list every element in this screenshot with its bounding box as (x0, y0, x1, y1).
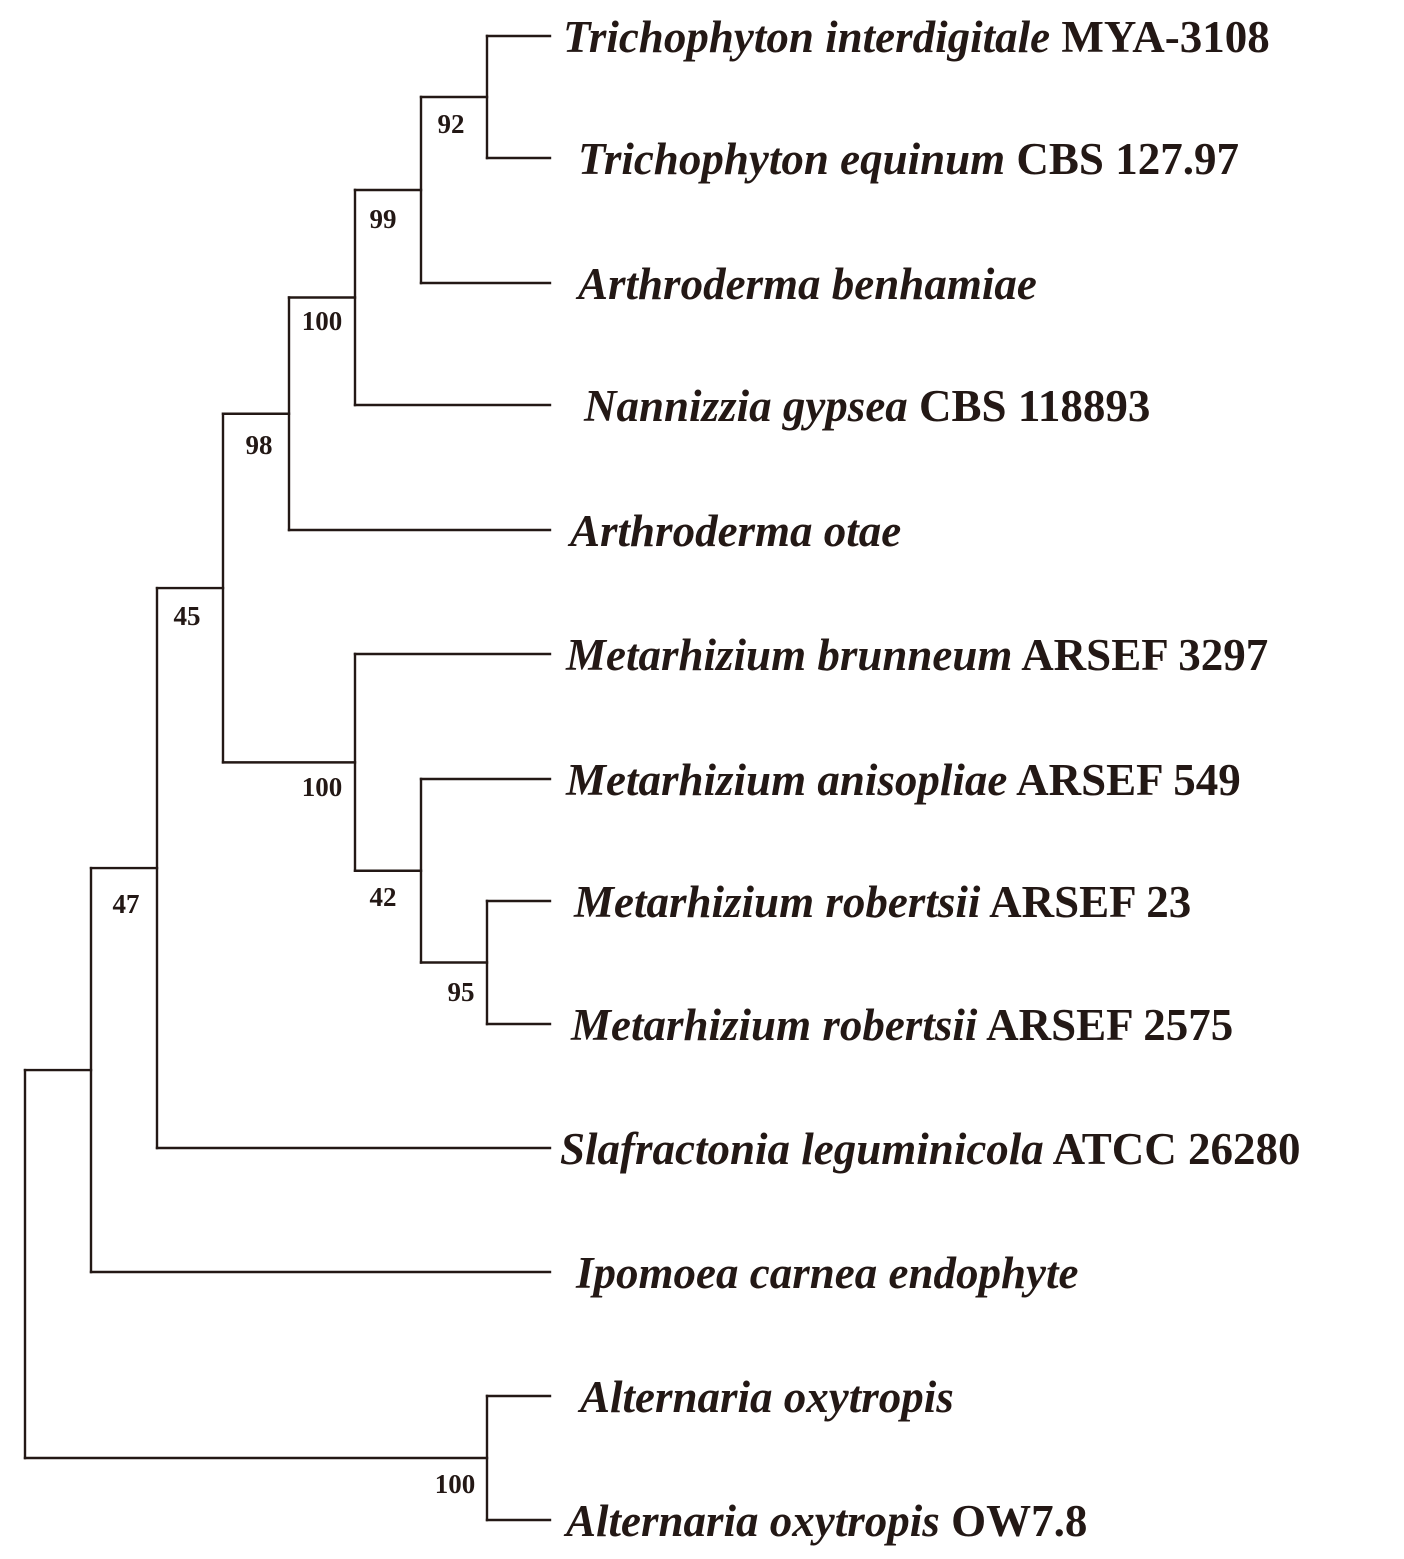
taxon-label-t1: Trichophyton interdigitale MYA-3108 (563, 12, 1270, 62)
taxon-species-name: Alternaria oxytropis (563, 1496, 940, 1546)
taxon-label-t13: Alternaria oxytropis OW7.8 (563, 1496, 1087, 1546)
taxon-species-name: Slafractonia leguminicola (560, 1124, 1044, 1174)
taxon-strain: ARSEF 3297 (1012, 630, 1268, 680)
taxon-species-name: Trichophyton equinum (578, 134, 1005, 184)
taxon-label-t7: Metarhizium anisopliae ARSEF 549 (565, 755, 1241, 805)
bootstrap-value-n92: 92 (438, 109, 465, 139)
taxon-species-name: Ipomoea carnea endophyte (575, 1248, 1078, 1298)
taxon-species-name: Trichophyton interdigitale (563, 12, 1050, 62)
taxon-species-name: Metarhizium robertsii (570, 1000, 978, 1050)
taxon-species-name: Alternaria oxytropis (577, 1372, 954, 1422)
taxon-strain: ARSEF 549 (1007, 755, 1240, 805)
taxon-strain: ARSEF 2575 (977, 1000, 1233, 1050)
bootstrap-value-n95: 95 (448, 977, 475, 1007)
taxon-label-t10: Slafractonia leguminicola ATCC 26280 (560, 1124, 1300, 1174)
taxon-species-name: Nannizzia gypsea (583, 381, 908, 431)
taxon-strain: OW7.8 (940, 1496, 1088, 1546)
taxon-label-t6: Metarhizium brunneum ARSEF 3297 (565, 630, 1268, 680)
taxon-species-name: Arthroderma otae (567, 506, 901, 556)
bootstrap-value-n98: 98 (246, 430, 273, 460)
taxon-label-t5: Arthroderma otae (567, 506, 901, 556)
taxon-species-name: Arthroderma benhamiae (575, 259, 1037, 309)
taxon-strain: MYA-3108 (1050, 12, 1270, 62)
taxon-species-name: Metarhizium anisopliae (565, 755, 1007, 805)
taxon-species-name: Metarhizium robertsii (573, 877, 981, 927)
taxon-strain: CBS 118893 (908, 381, 1151, 431)
taxon-label-t12: Alternaria oxytropis (577, 1372, 954, 1422)
bootstrap-value-n100c: 100 (435, 1469, 476, 1499)
bootstrap-value-n42: 42 (370, 882, 397, 912)
bootstrap-value-n100a: 100 (302, 306, 343, 336)
bootstrap-value-n45: 45 (174, 601, 201, 631)
taxon-species-name: Metarhizium brunneum (565, 630, 1012, 680)
taxon-label-t9: Metarhizium robertsii ARSEF 2575 (570, 1000, 1233, 1050)
taxon-strain: CBS 127.97 (1005, 134, 1239, 184)
taxon-label-t2: Trichophyton equinum CBS 127.97 (578, 134, 1239, 184)
taxon-label-t4: Nannizzia gypsea CBS 118893 (583, 381, 1150, 431)
taxon-label-t3: Arthroderma benhamiae (575, 259, 1037, 309)
taxon-strain: ARSEF 23 (980, 877, 1191, 927)
taxon-strain: ATCC 26280 (1044, 1124, 1301, 1174)
taxon-label-t11: Ipomoea carnea endophyte (575, 1248, 1078, 1298)
bootstrap-value-n99: 99 (370, 204, 397, 234)
taxon-label-t8: Metarhizium robertsii ARSEF 23 (573, 877, 1191, 927)
bootstrap-value-n100b: 100 (302, 772, 343, 802)
bootstrap-value-n47: 47 (113, 889, 140, 919)
